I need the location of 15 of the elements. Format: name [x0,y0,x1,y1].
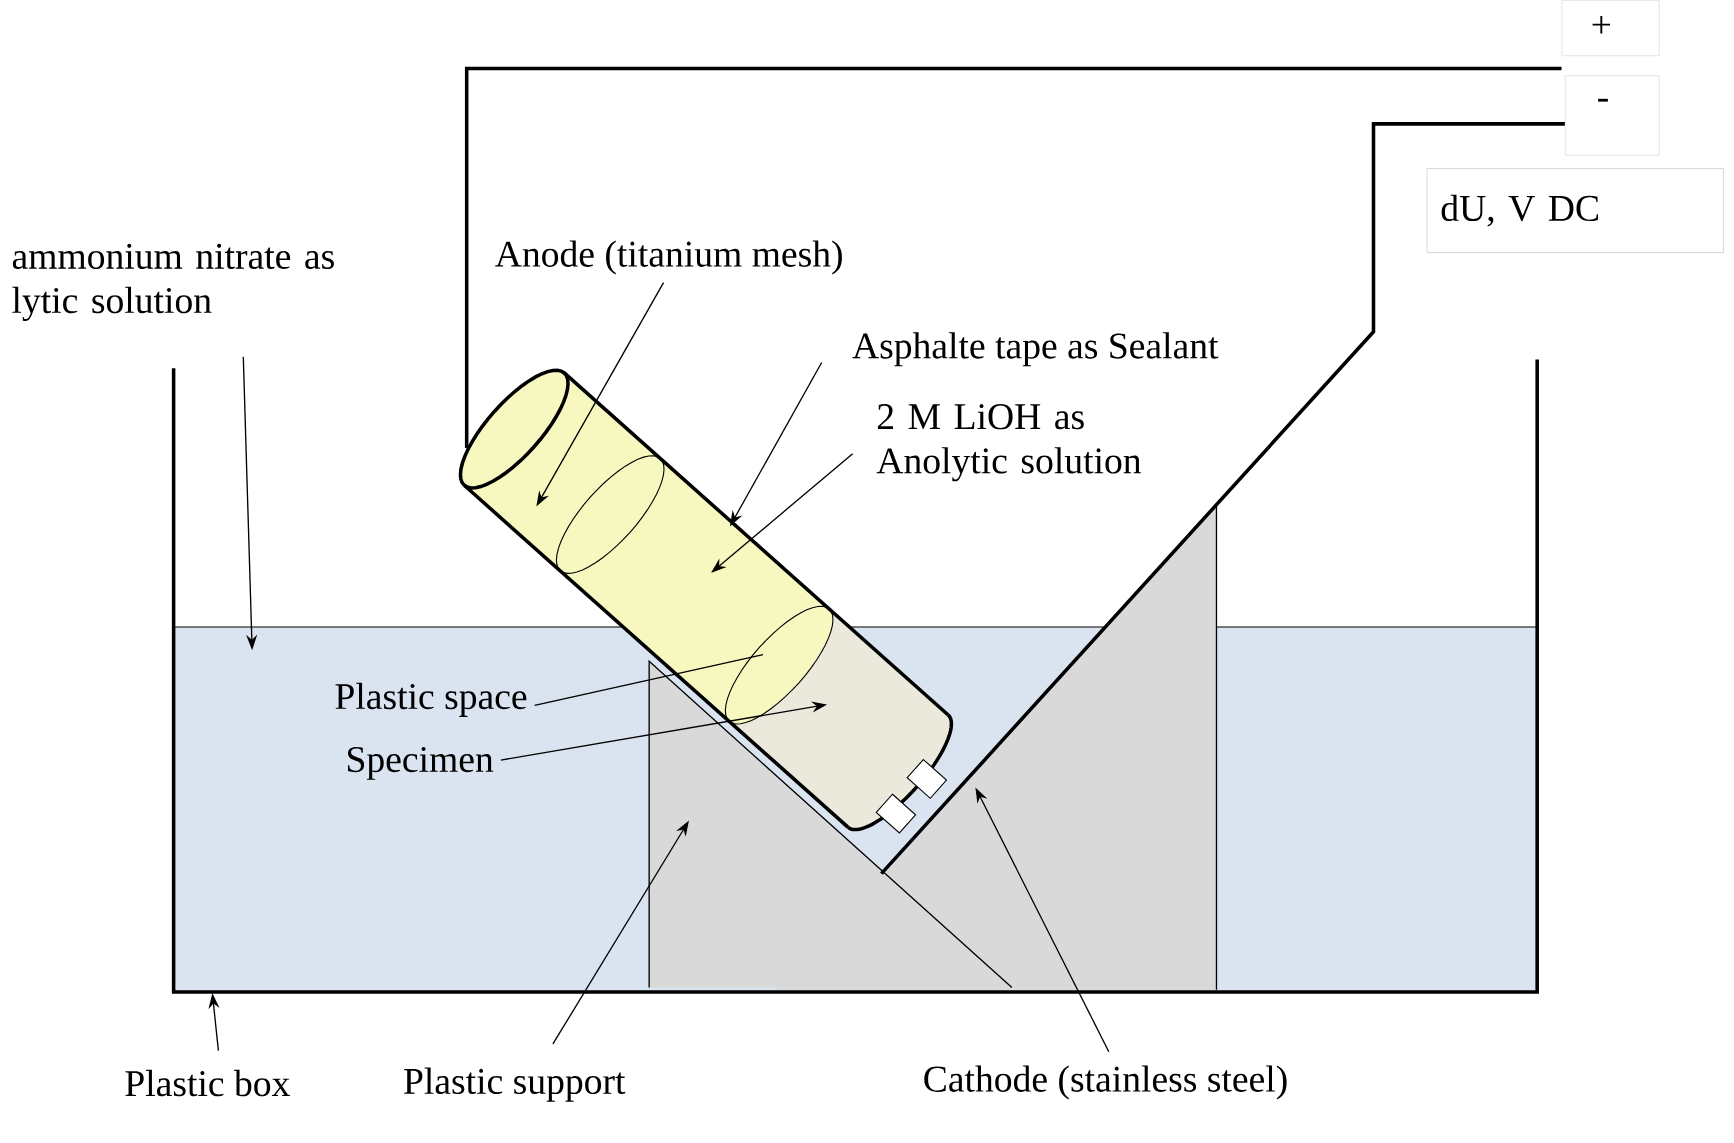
voltage-label-box: dU, V DC [1426,167,1724,253]
leader-text: Cathode (stainless steel) [924,1065,1287,1100]
terminal-box: - [1564,74,1660,156]
leader-text: Plastic space [335,682,527,717]
leader-text: Specimen [348,746,494,780]
leader-line [534,653,764,706]
leader-text: Plastic support [404,1067,626,1102]
leader-text: Plastic box [125,1069,290,1097]
leader-text: 2 M LiOH as Anolytic solution [876,403,1142,482]
terminal-box: + [1561,0,1660,56]
wire [880,121,1565,875]
wire [464,66,1562,448]
leader-text: ammonium nitrate as lytic solution [12,243,334,321]
leader-text: Anode (titanium mesh) [495,240,842,275]
leader-text: Asphalte tape as Sealant [852,332,1219,367]
